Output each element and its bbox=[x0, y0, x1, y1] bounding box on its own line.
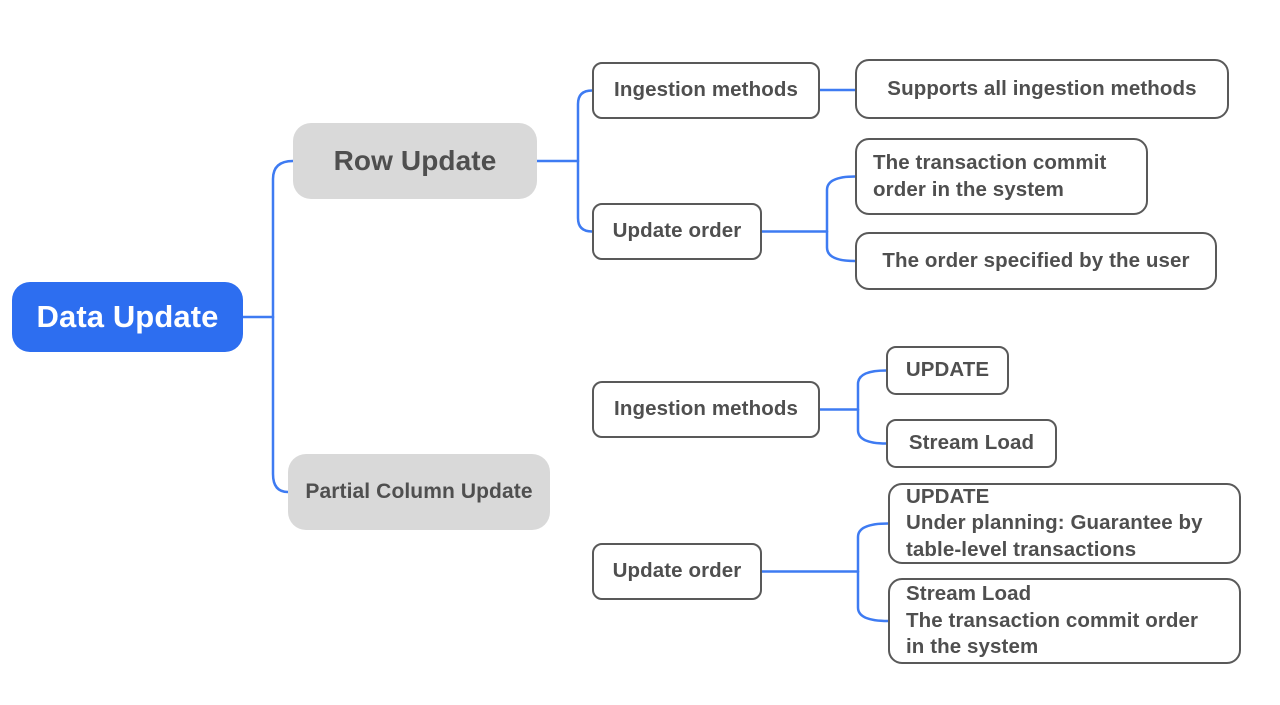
leaf-update-under-planning[interactable]: UPDATE Under planning: Guarantee by tabl… bbox=[888, 483, 1241, 564]
node-row-ingestion-methods[interactable]: Ingestion methods bbox=[592, 62, 820, 119]
leaf-transaction-commit-order[interactable]: The transaction commit order in the syst… bbox=[855, 138, 1148, 215]
node-partial-ingestion-methods[interactable]: Ingestion methods bbox=[592, 381, 820, 438]
node-row-update[interactable]: Row Update bbox=[293, 123, 537, 199]
leaf-stream-load[interactable]: Stream Load bbox=[886, 419, 1057, 468]
connector-trunk-update-order-top-leaves bbox=[825, 175, 857, 263]
node-partial-update-order[interactable]: Update order bbox=[592, 543, 762, 600]
node-row-update-order[interactable]: Update order bbox=[592, 203, 762, 260]
connector-trunk-row-children bbox=[576, 89, 594, 233]
node-data-update[interactable]: Data Update bbox=[12, 282, 243, 352]
connector-trunk-branches bbox=[271, 159, 295, 494]
leaf-update[interactable]: UPDATE bbox=[886, 346, 1009, 395]
leaf-stream-load-transaction-order[interactable]: Stream Load The transaction commit order… bbox=[888, 578, 1241, 664]
connector-trunk-ingestion-bottom-leaves bbox=[856, 369, 888, 445]
connector-trunk-update-order-bottom-leaves bbox=[856, 522, 890, 623]
node-partial-column-update[interactable]: Partial Column Update bbox=[288, 454, 550, 530]
leaf-order-specified-by-user[interactable]: The order specified by the user bbox=[855, 232, 1217, 290]
leaf-supports-all-ingestion-methods[interactable]: Supports all ingestion methods bbox=[855, 59, 1229, 119]
